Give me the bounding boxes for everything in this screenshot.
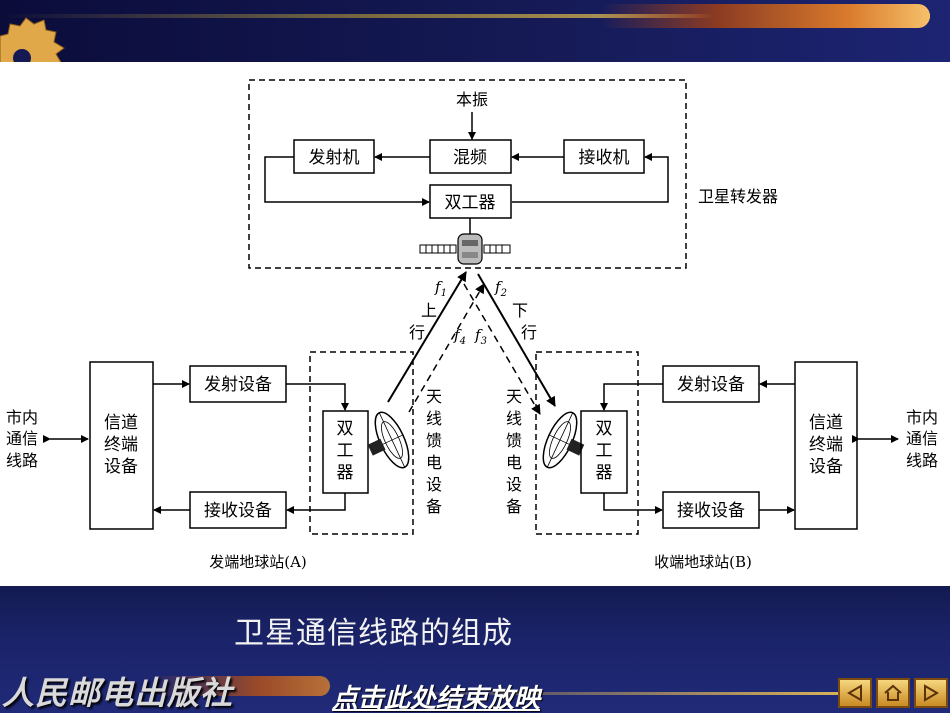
feed-b-1: 天 [506,387,522,406]
f1-label: f1 [434,278,447,299]
receiver-label: 接收机 [579,148,630,168]
feed-b-6: 备 [506,497,522,516]
transponder-box [248,79,687,269]
feed-b-4: 电 [506,453,522,472]
tx-to-duplexer-b-path [600,383,663,411]
downlink-f2-arrow [477,273,556,407]
prev-icon [847,684,862,702]
terminal-b-1: 信道 [809,413,843,433]
transponder-label: 卫星转发器 [698,187,778,206]
feed-a-5: 设 [426,475,442,494]
publisher-logo: 人民邮电出版社 [2,674,234,712]
uplink-f3-arrow [408,283,485,413]
slide-caption: 卫星通信线路的组成 [234,616,513,651]
rx-equipment-b-label: 接收设备 [677,501,745,521]
f2-label: f2 [494,278,507,299]
footer-gold-line [360,692,840,695]
terminal-b-2: 终端 [809,435,843,455]
prev-button[interactable] [838,678,872,708]
satellite-icon [419,233,511,265]
tx-equipment-a-label: 发射设备 [204,375,272,395]
antenna-feed-a-box [309,351,414,535]
f4-label: f4 [453,326,466,347]
channel-terminal-a-box [89,361,154,530]
terminal-a-3: 设备 [104,457,138,477]
city-line-a-2: 通信 [6,429,38,448]
home-button[interactable] [876,678,910,708]
next-icon [924,684,939,702]
duplexer-to-rx-b-path [603,493,663,514]
duplexer-b-1: 双 [596,419,613,439]
downlink-label-1: 下 [512,301,528,320]
feed-a-3: 馈 [426,431,442,450]
duplexer-b-3: 器 [596,463,613,483]
feed-b-3: 馈 [506,431,522,450]
antenna-b-icon [542,411,585,469]
f3-label: f3 [474,326,487,347]
transmitter-label: 发射机 [309,148,360,168]
tx-to-duplexer-a-path [286,383,349,411]
duplexer-a-1: 双 [337,419,354,439]
terminal-a-1: 信道 [104,413,138,433]
end-show-link[interactable]: 点击此处结束放映 [332,684,541,713]
downlink-f4-arrow [463,283,541,415]
uplink-label-2: 行 [409,323,425,342]
city-line-b-3: 线路 [906,451,938,470]
local-osc-label: 本振 [456,90,488,109]
city-line-b-1: 市内 [906,408,938,427]
header-bar [0,0,950,62]
gear-icon [0,17,65,62]
city-line-a-3: 线路 [6,451,38,470]
satellite-link-diagram: 本振 发射机 混频 接收机 双工器 卫星转发器 市内 通信 线路 信道 终端 设… [6,79,938,571]
terminal-a-2: 终端 [104,435,138,455]
footer-bar: 卫星通信线路的组成 人民邮电出版社 点击此处结束放映 [0,586,950,713]
antenna-feed-b-box [535,351,639,535]
antenna-a-icon [367,411,410,469]
station-b-label: 收端地球站(B) [654,553,752,571]
city-line-b-2: 通信 [906,429,938,448]
feed-a-2: 线 [426,409,442,428]
next-button[interactable] [914,678,948,708]
tx-to-duplexer-path [264,156,430,206]
header-gold-line [0,14,930,18]
feed-a-1: 天 [426,387,442,406]
home-icon [884,684,902,701]
feed-a-6: 备 [426,497,442,516]
duplexer-to-rx-path [512,153,669,203]
sat-duplexer-label: 双工器 [445,193,496,213]
downlink-label-2: 行 [521,323,537,342]
city-line-a-1: 市内 [6,408,38,427]
feed-b-2: 线 [506,409,522,428]
footer-streak [150,676,330,696]
rx-equipment-a-label: 接收设备 [204,501,272,521]
duplexer-a-2: 工 [337,441,354,461]
mixer-label: 混频 [453,148,487,168]
channel-terminal-b-box [794,361,858,530]
uplink-f1-arrow [387,271,467,403]
uplink-label-1: 上 [421,301,437,320]
feed-b-5: 设 [506,475,522,494]
duplexer-b-2: 工 [596,441,613,461]
terminal-b-3: 设备 [809,457,843,477]
tx-equipment-b-label: 发射设备 [677,375,745,395]
header-streak [600,4,930,28]
duplexer-to-rx-a-path [286,493,346,514]
duplexer-a-3: 器 [337,463,354,483]
feed-a-4: 电 [426,453,442,472]
station-a-label: 发端地球站(A) [209,553,307,571]
